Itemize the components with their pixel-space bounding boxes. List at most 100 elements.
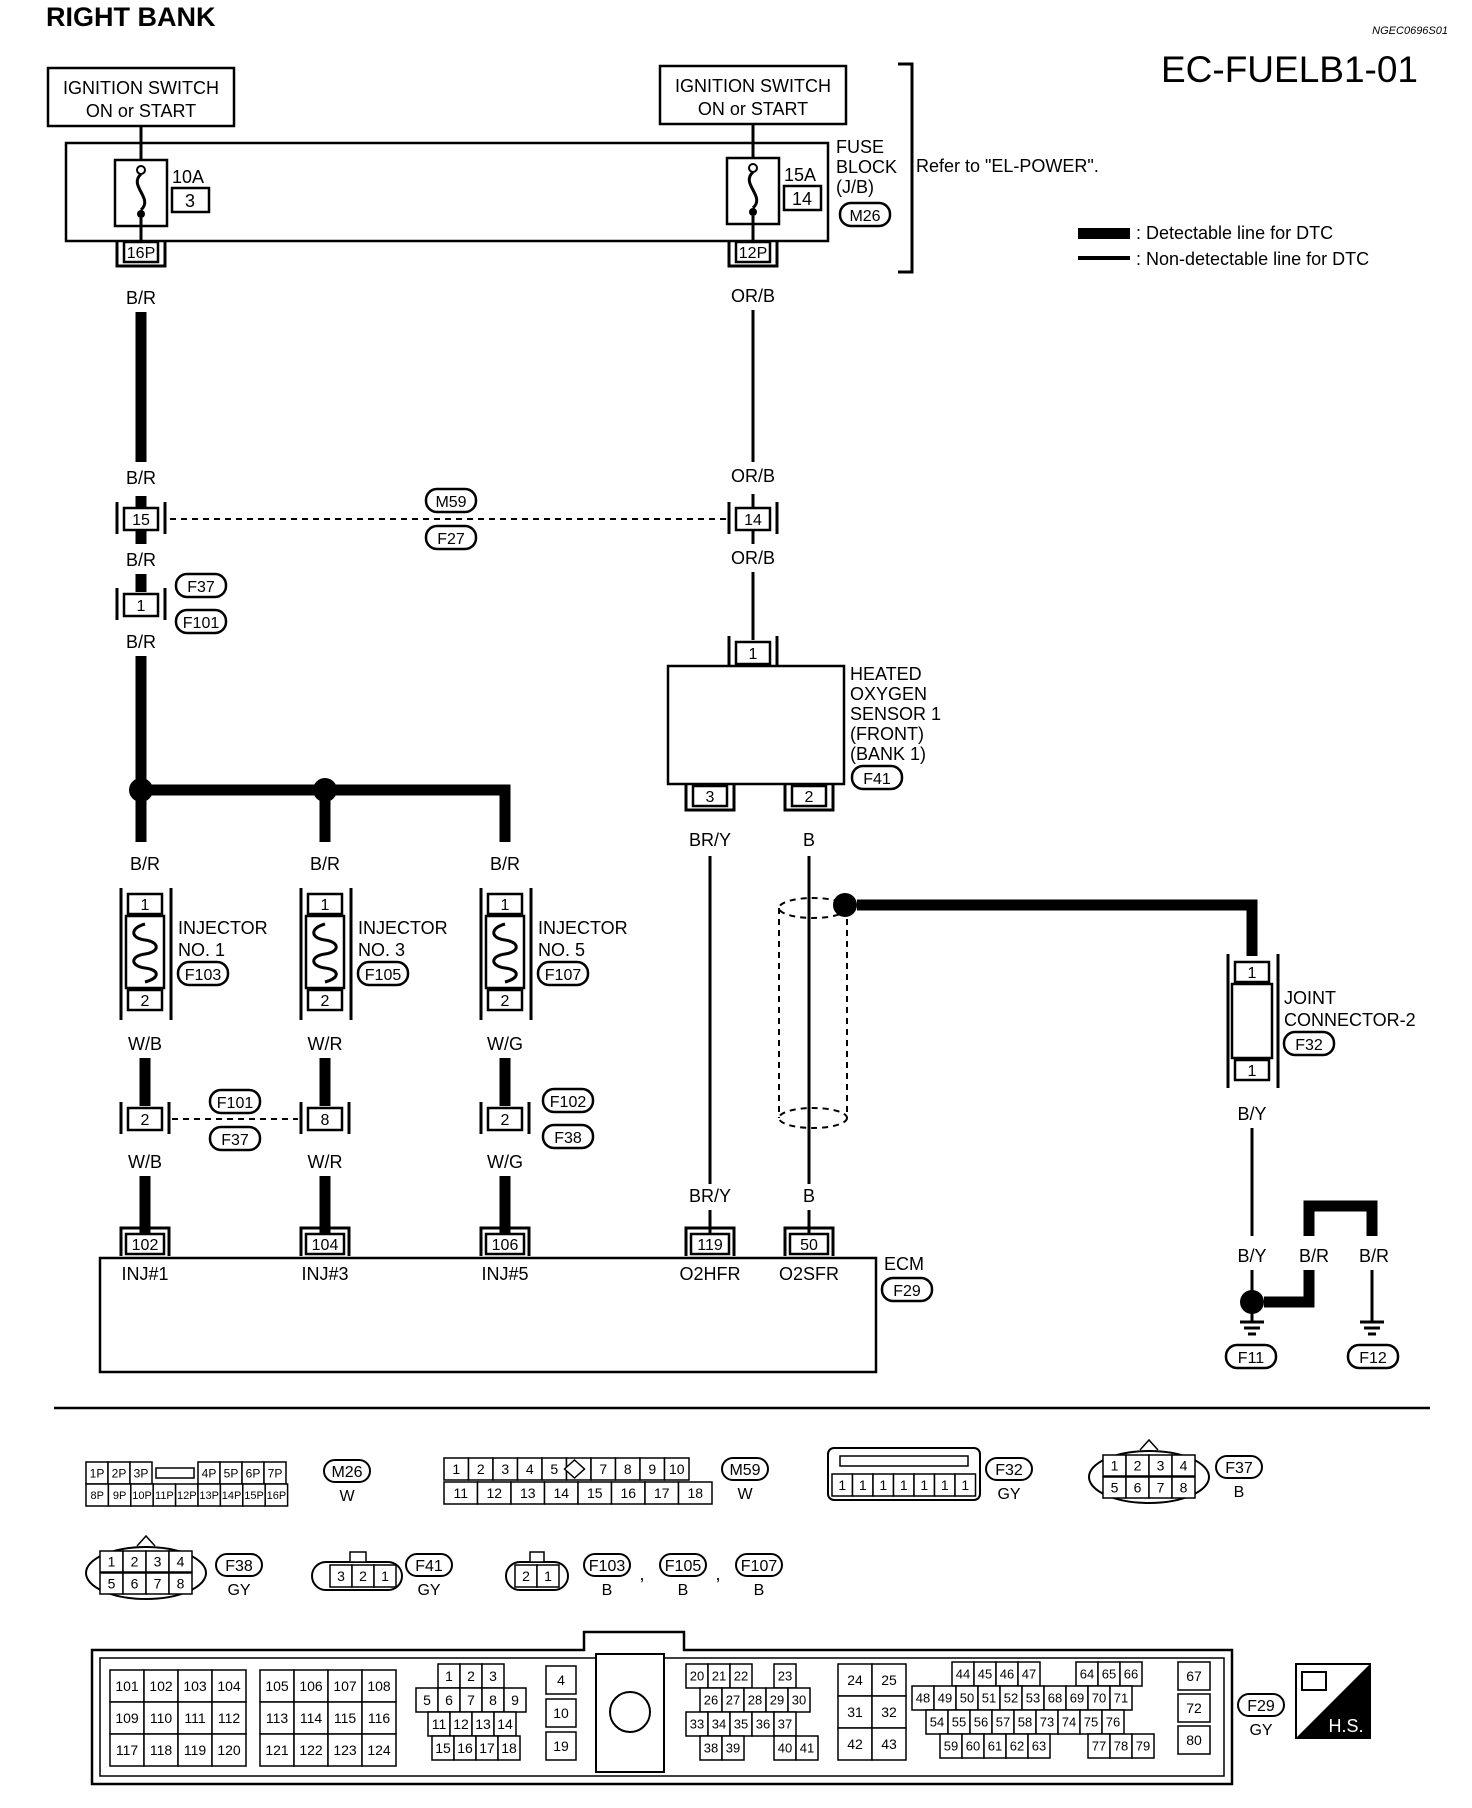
- f41-pin-label: 2: [359, 1568, 367, 1584]
- svg-text:ECM: ECM: [884, 1254, 924, 1274]
- f29-g1-pin-label: 119: [184, 1742, 207, 1758]
- svg-text:INJ#1: INJ#1: [121, 1264, 168, 1284]
- f29-color: GY: [1249, 1722, 1272, 1739]
- m59-pin-label: 9: [648, 1461, 656, 1477]
- m26-pin-label: 6P: [246, 1466, 261, 1480]
- f29-g3-pin-label: 8: [489, 1692, 497, 1708]
- f37-pin-label: 6: [1134, 1480, 1142, 1496]
- m59-pin-label: 8: [624, 1461, 632, 1477]
- refer-note: Refer to "EL-POWER".: [916, 156, 1099, 176]
- f29-g7-pin: [1027, 1733, 1051, 1759]
- injector-1: 1 2 INJECTOR NO. 1 F103: [119, 888, 268, 1020]
- f41-color: GY: [417, 1582, 440, 1599]
- f29-tag-label: F29: [1247, 1698, 1275, 1715]
- f29-g2-pin: [361, 1733, 397, 1767]
- f37-pin-label: 4: [1180, 1458, 1188, 1474]
- wire-label: B/R: [130, 854, 160, 874]
- f29-g5-pin-label: 37: [778, 1717, 792, 1732]
- svg-text:F37: F37: [187, 579, 215, 596]
- junction-m59: 15 14 M59 F27: [115, 487, 779, 551]
- reference-bracket: [898, 62, 914, 274]
- svg-text:NO. 1: NO. 1: [178, 940, 225, 960]
- f29-g3-pin-label: 7: [467, 1692, 475, 1708]
- wire-label: W/R: [308, 1152, 343, 1172]
- f29-g7-pin-label: 78: [1114, 1739, 1128, 1754]
- m59-pin-label: 15: [587, 1485, 603, 1501]
- joint-connector-tag: F32: [1295, 1037, 1323, 1054]
- f29-g3-pin-label: 14: [497, 1716, 513, 1732]
- m26-pin-label: 5P: [224, 1466, 239, 1480]
- ignition-switch-left: IGNITION SWITCH ON or START: [46, 66, 236, 128]
- m59-pin: [663, 1457, 690, 1481]
- m26-color: W: [339, 1488, 355, 1505]
- f29-g7-pin-label: 64: [1080, 1667, 1094, 1682]
- f29-g5-pin-label: 34: [712, 1717, 726, 1732]
- wire-label: B: [803, 830, 815, 850]
- svg-text:104: 104: [312, 1237, 339, 1254]
- f29-g3-pin-label: 3: [489, 1668, 497, 1684]
- m59-pin: [677, 1481, 713, 1505]
- svg-text:ON or START: ON or START: [698, 99, 808, 119]
- svg-text:119: 119: [697, 1237, 723, 1254]
- f29-g6-pin: [871, 1663, 907, 1697]
- f37-pin-label: 2: [1134, 1458, 1142, 1474]
- m26-pin-label: 7P: [268, 1466, 283, 1480]
- f29-g3-pin-label: 17: [479, 1740, 495, 1756]
- svg-text:OXYGEN: OXYGEN: [850, 684, 927, 704]
- f29-g2-pin: [293, 1669, 329, 1703]
- f29-g3-pin: [497, 1735, 521, 1761]
- f29-g7-pin-label: 74: [1062, 1715, 1076, 1730]
- svg-text:8: 8: [321, 1112, 330, 1129]
- f29-g5-pin-label: 35: [734, 1717, 748, 1732]
- f29-g1-pin-label: 101: [115, 1678, 139, 1694]
- f32-pin-label: 1: [859, 1477, 867, 1493]
- wire-label: B/R: [1299, 1246, 1329, 1266]
- f29-g1-pin: [211, 1701, 247, 1735]
- f29-g2-pin-label: 121: [265, 1742, 289, 1758]
- svg-text:INJECTOR: INJECTOR: [358, 918, 448, 938]
- f29-g7-pin-label: 58: [1018, 1715, 1032, 1730]
- f29-g1-pin: [211, 1733, 247, 1767]
- f29-g2-pin-label: 105: [265, 1678, 289, 1694]
- f29-g2-pin-label: 113: [266, 1710, 289, 1726]
- f29-g2-pin-label: 124: [367, 1742, 391, 1758]
- wire-label: B/Y: [1237, 1104, 1266, 1124]
- svg-text:F38: F38: [554, 1130, 582, 1147]
- wire-label: B/R: [1359, 1246, 1389, 1266]
- f38-pin-label: 7: [154, 1576, 162, 1592]
- f29-g7-pin-label: 65: [1102, 1667, 1116, 1682]
- svg-text:2: 2: [501, 1112, 510, 1129]
- f29-g3-pin-label: 11: [432, 1716, 447, 1732]
- f29-g7-pin-label: 53: [1026, 1691, 1040, 1706]
- fuse-block: 10A 3 15A 14 FUSE BLOCK (J/B) M26: [64, 124, 897, 243]
- f29-g1-pin: [143, 1701, 179, 1735]
- svg-text:1: 1: [1248, 1063, 1257, 1080]
- f32-pin-label: 1: [941, 1477, 949, 1493]
- wire-label: B/Y: [1237, 1246, 1266, 1266]
- f29-g4-pin-label: 10: [553, 1705, 569, 1721]
- f29-g4-pin-label: 4: [557, 1672, 565, 1688]
- m26-pin-label: 3P: [134, 1466, 149, 1480]
- doc-code: NGEC0696S01: [1372, 25, 1448, 37]
- f37-pin: [1171, 1476, 1196, 1499]
- f29-g7-pin-label: 50: [960, 1691, 974, 1706]
- f37-tag-label: F37: [1225, 1460, 1253, 1477]
- svg-text:3: 3: [706, 789, 715, 806]
- f29-g7-pin-label: 56: [974, 1715, 988, 1730]
- fuse-15a: 15A 14: [725, 156, 823, 240]
- fuse-block-connector-tag: M26: [849, 208, 880, 225]
- f29-g7-pin-label: 66: [1124, 1667, 1138, 1682]
- f29-g7-pin-label: 68: [1048, 1691, 1062, 1706]
- f29-g1-pin: [211, 1669, 247, 1703]
- svg-text:14: 14: [792, 189, 812, 209]
- f41-pin: [373, 1564, 397, 1588]
- svg-text:NO. 5: NO. 5: [538, 940, 585, 960]
- svg-text:16P: 16P: [127, 245, 155, 262]
- mid-connectors: 2 8 2 F101 F37 F102 F38: [119, 1087, 595, 1152]
- wire-label: B: [803, 1186, 815, 1206]
- svg-text:F37: F37: [221, 1132, 249, 1149]
- f29-g5-pin-label: 20: [690, 1669, 704, 1684]
- svg-text:12P: 12P: [739, 245, 767, 262]
